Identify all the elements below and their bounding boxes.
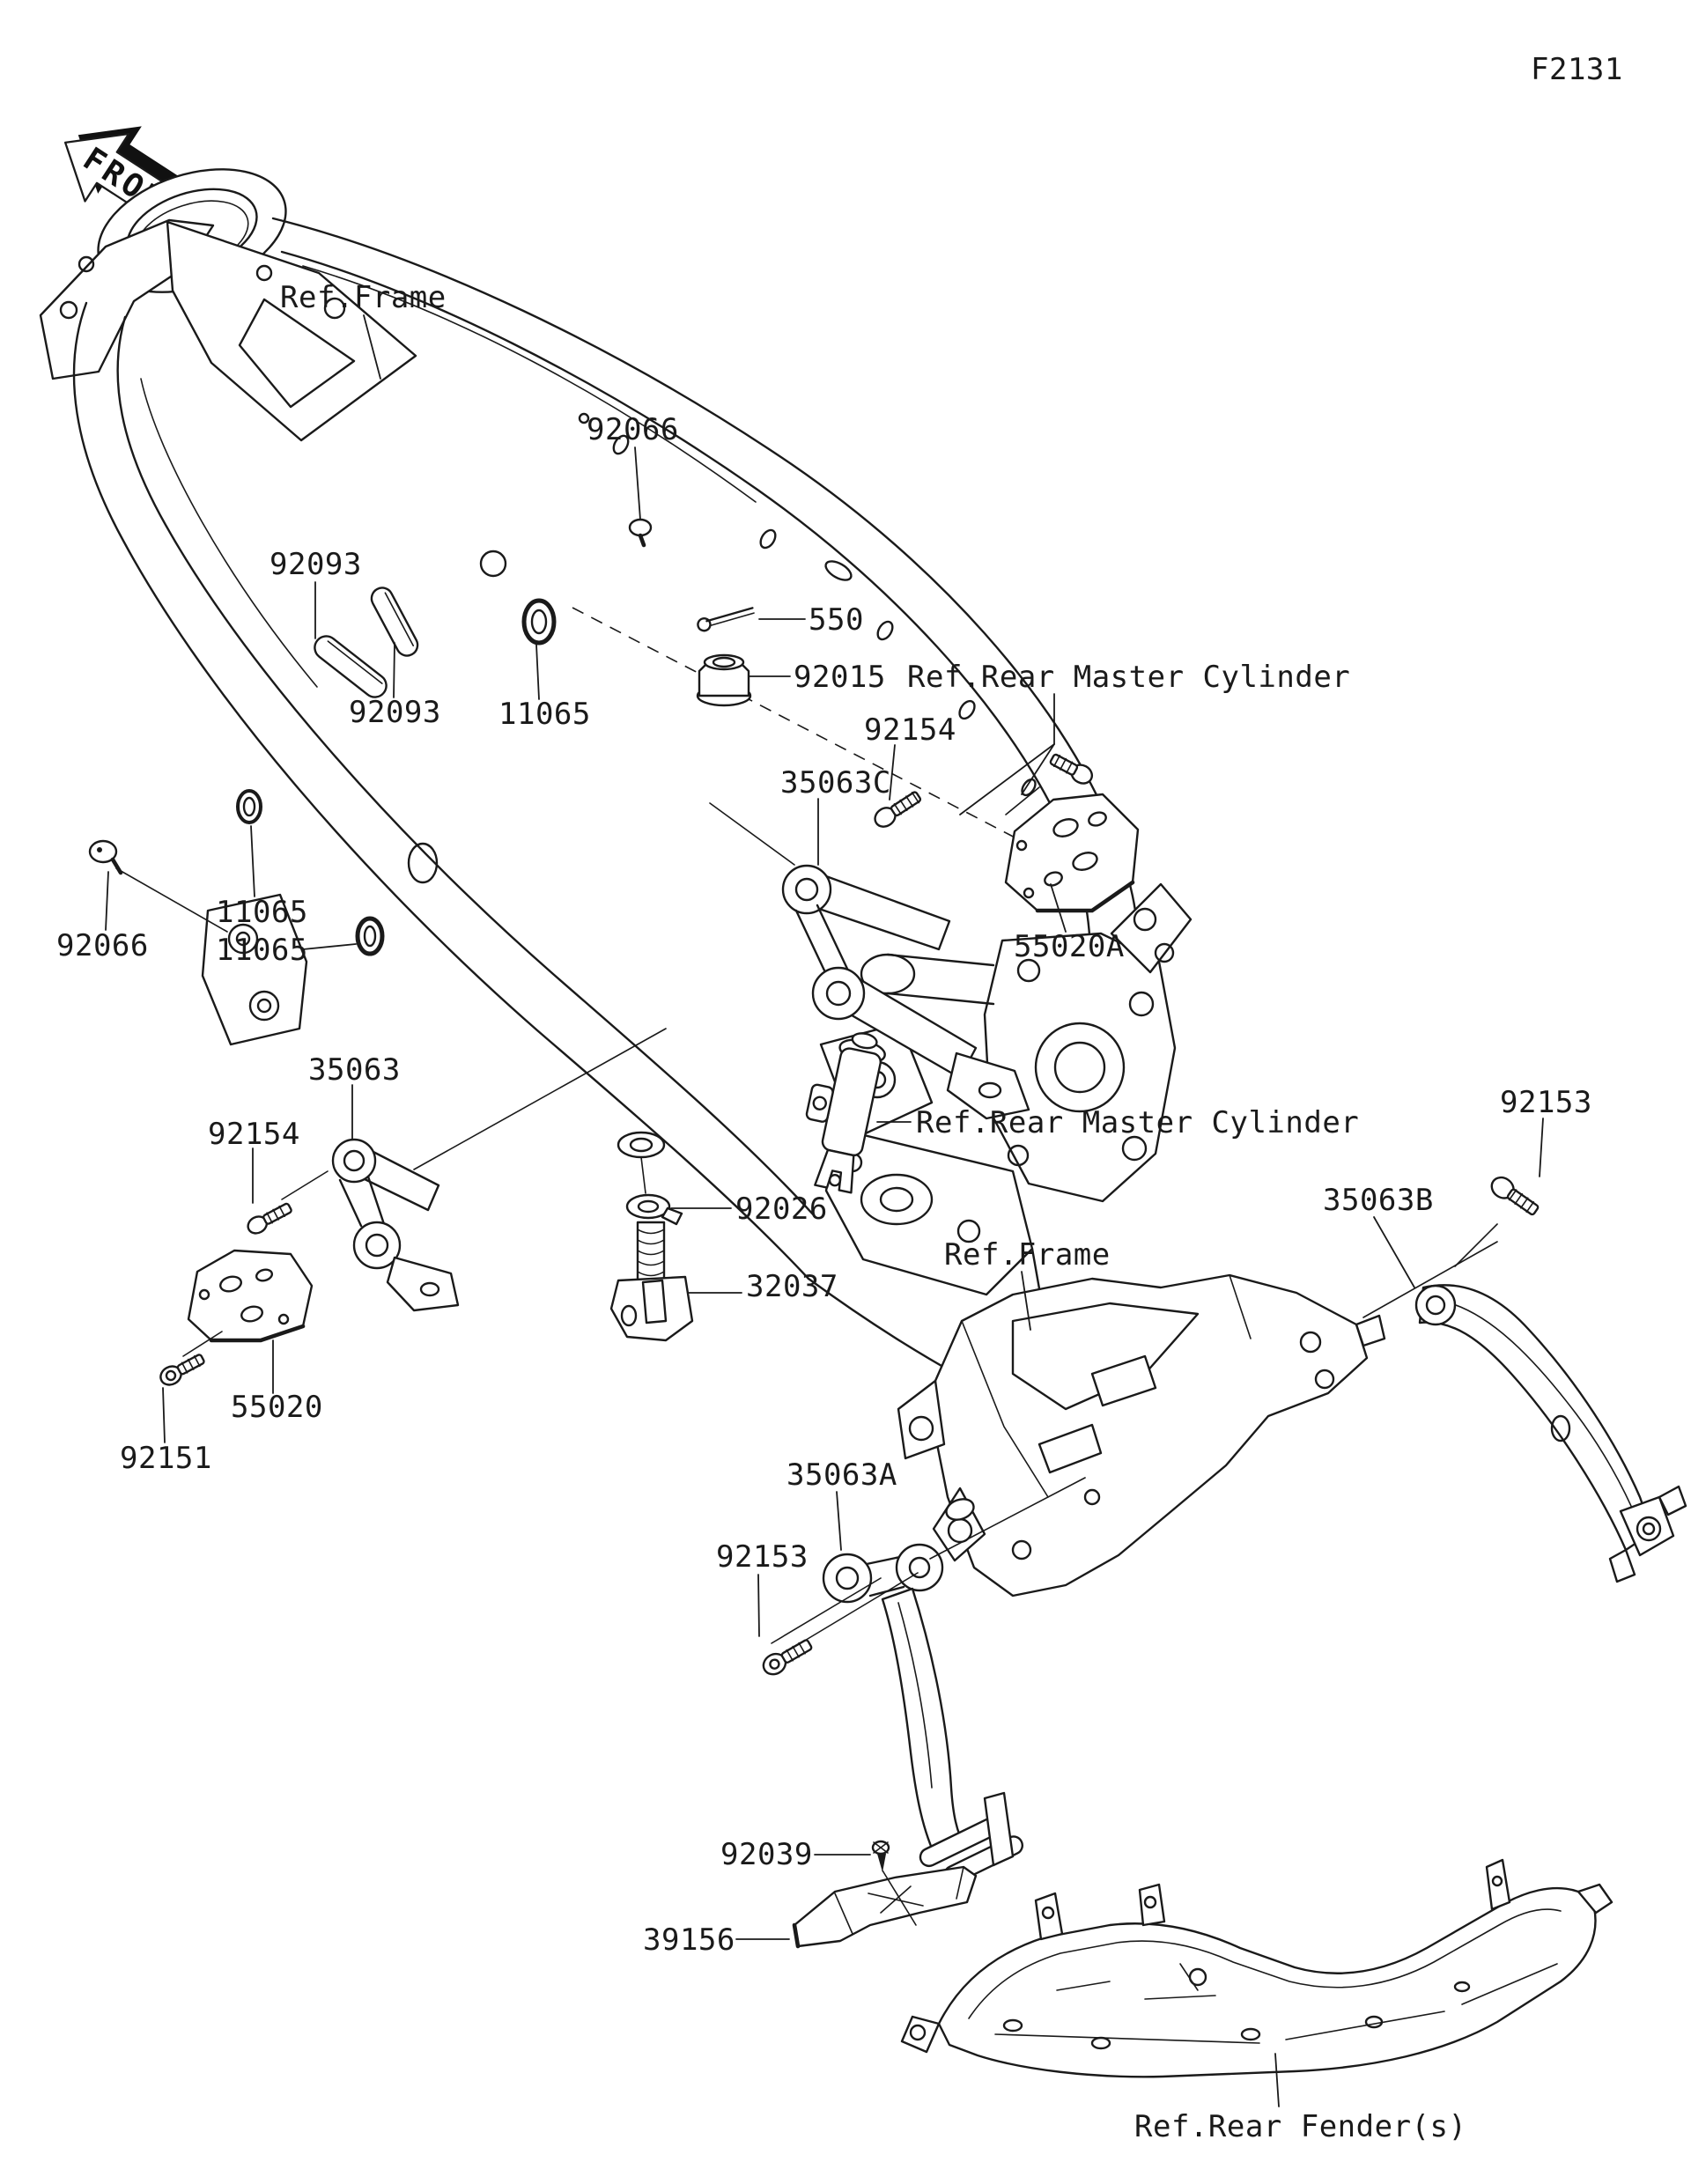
part-92066-top-bolt (628, 518, 653, 548)
rear-subframe-drawing (897, 1273, 1386, 1597)
part-35063-left-bracket (331, 1138, 460, 1312)
part-label-ref-rear-master-cylinder-top: Ref.Rear Master Cylinder (907, 660, 1350, 695)
part-label-35063B: 35063B (1323, 1183, 1434, 1218)
part-35063c-bracket (781, 864, 1030, 1120)
part-label-figure-code: F2131 (1531, 52, 1623, 87)
part-label-92093-mid: 92093 (349, 695, 441, 730)
part-92026-washer (625, 1193, 683, 1226)
part-label-92066-top: 92066 (587, 412, 679, 447)
part-92093-pin-b (370, 587, 419, 657)
part-label-ref-frame-mid: Ref.Frame (944, 1237, 1111, 1273)
part-label-92154-left: 92154 (208, 1117, 300, 1152)
part-label-92066-left: 92066 (56, 928, 149, 963)
part-label-92039: 92039 (720, 1837, 813, 1872)
part-label-35063A: 35063A (786, 1457, 897, 1493)
part-92154-center-screw (874, 791, 922, 828)
part-label-ref-frame-top: Ref.Frame (280, 280, 447, 315)
part-label-35063C: 35063C (780, 765, 891, 801)
part-label-11065-mid: 11065 (498, 697, 591, 732)
part-92154-left-screw (247, 1202, 292, 1235)
part-label-11065-left-1: 11065 (216, 895, 308, 930)
part-label-92153-left: 92153 (716, 1539, 809, 1575)
part-11065-grommet-mid (521, 598, 557, 646)
part-550-cotter-pin (697, 607, 755, 632)
part-label-32037: 32037 (746, 1269, 838, 1304)
part-label-550: 550 (809, 602, 864, 638)
part-master-cylinder-mount-bolt (1049, 753, 1094, 785)
part-92015-nut (696, 653, 752, 707)
part-label-55020A: 55020A (1014, 929, 1125, 964)
part-label-92154-center: 92154 (864, 712, 956, 748)
part-92093-pin-a (314, 635, 388, 698)
part-92039-screw (871, 1840, 890, 1872)
assembly-axis-lines (115, 786, 1498, 1926)
part-55020-heat-guard (187, 1249, 314, 1343)
part-label-92026: 92026 (735, 1192, 828, 1227)
part-32037-hook-bolt (609, 1221, 694, 1342)
part-39156-guard-plate (792, 1865, 978, 1949)
part-11065-grommet-left-2 (355, 916, 385, 956)
part-label-92093-top: 92093 (270, 547, 362, 582)
leader-lines (105, 314, 1544, 2107)
part-label-ref-rear-fender: Ref.Rear Fender(s) (1134, 2109, 1466, 2144)
part-92153-left-screw (762, 1639, 813, 1676)
rear-fender-drawing (900, 1858, 1613, 2078)
part-label-ref-rear-master-cylinder-mid: Ref.Rear Master Cylinder (916, 1105, 1359, 1140)
part-92153-right-screw (1490, 1176, 1540, 1216)
part-11065-grommet-left-1 (236, 789, 262, 824)
part-label-92151: 92151 (120, 1441, 212, 1476)
rear-master-cylinder-drawing (805, 1032, 886, 1194)
part-55020a-heat-guard (1004, 793, 1140, 913)
part-label-92153-right: 92153 (1500, 1085, 1592, 1120)
part-label-35063-left: 35063 (308, 1052, 401, 1088)
part-label-55020-left: 55020 (231, 1390, 323, 1425)
part-label-11065-left-2: 11065 (216, 933, 308, 968)
main-frame-drawing (39, 168, 1193, 1406)
part-92066-left-bolt (88, 839, 123, 875)
part-label-92015: 92015 (794, 660, 886, 695)
part-label-39156: 39156 (643, 1922, 735, 1958)
part-35063b-bracket (1414, 1284, 1687, 1583)
part-92151-screw (159, 1354, 205, 1386)
